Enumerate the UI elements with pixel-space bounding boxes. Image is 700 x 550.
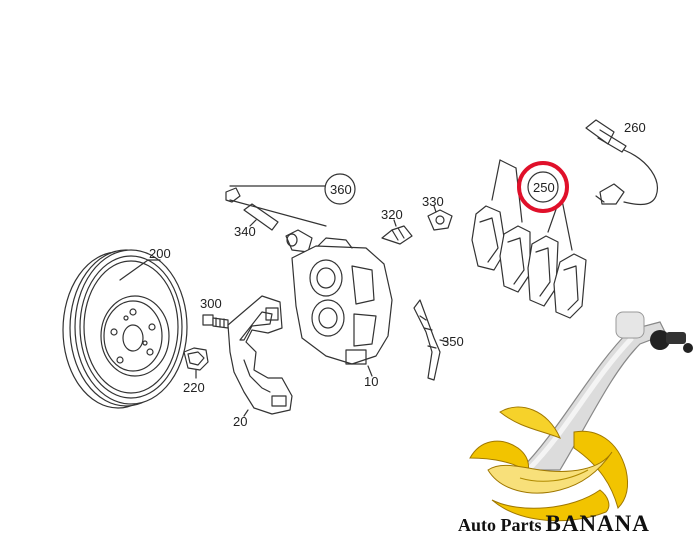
callout-circle-250 xyxy=(527,171,559,203)
part-label-340: 340 xyxy=(234,224,256,239)
wheel-nut-part[interactable] xyxy=(183,347,209,371)
part-label-360: 360 xyxy=(330,182,352,197)
highlight-ring-250 xyxy=(517,161,569,213)
part-label-220: 220 xyxy=(183,380,205,395)
part-label-260: 260 xyxy=(624,120,646,135)
part-label-320: 320 xyxy=(381,207,403,222)
brand-prefix: Auto Parts xyxy=(458,515,542,535)
brake-spring-part[interactable] xyxy=(413,299,441,381)
part-label-20: 20 xyxy=(233,414,247,429)
brake-caliper-part[interactable] xyxy=(291,237,393,365)
brake-disc-part[interactable] xyxy=(62,249,188,409)
banana-logo xyxy=(469,311,693,522)
part-label-350: 350 xyxy=(442,334,464,349)
bleeder-cap-part[interactable] xyxy=(427,209,453,231)
part-label-250: 250 xyxy=(533,180,555,195)
brand-wordmark: Auto Parts BANANA xyxy=(458,511,650,537)
caliper-carrier-part[interactable] xyxy=(227,295,293,415)
wear-sensor-part[interactable] xyxy=(585,119,658,206)
brand-name: BANANA xyxy=(545,511,650,536)
part-label-300: 300 xyxy=(200,296,222,311)
guide-pin-part[interactable] xyxy=(225,187,313,253)
brake-pad-set-part[interactable] xyxy=(471,205,587,319)
bleeder-valve-part[interactable] xyxy=(381,225,413,245)
callout-circle-360 xyxy=(324,173,356,205)
part-label-10: 10 xyxy=(364,374,378,389)
caliper-bolt-part[interactable] xyxy=(202,314,229,329)
part-label-330: 330 xyxy=(422,194,444,209)
part-label-200: 200 xyxy=(149,246,171,261)
